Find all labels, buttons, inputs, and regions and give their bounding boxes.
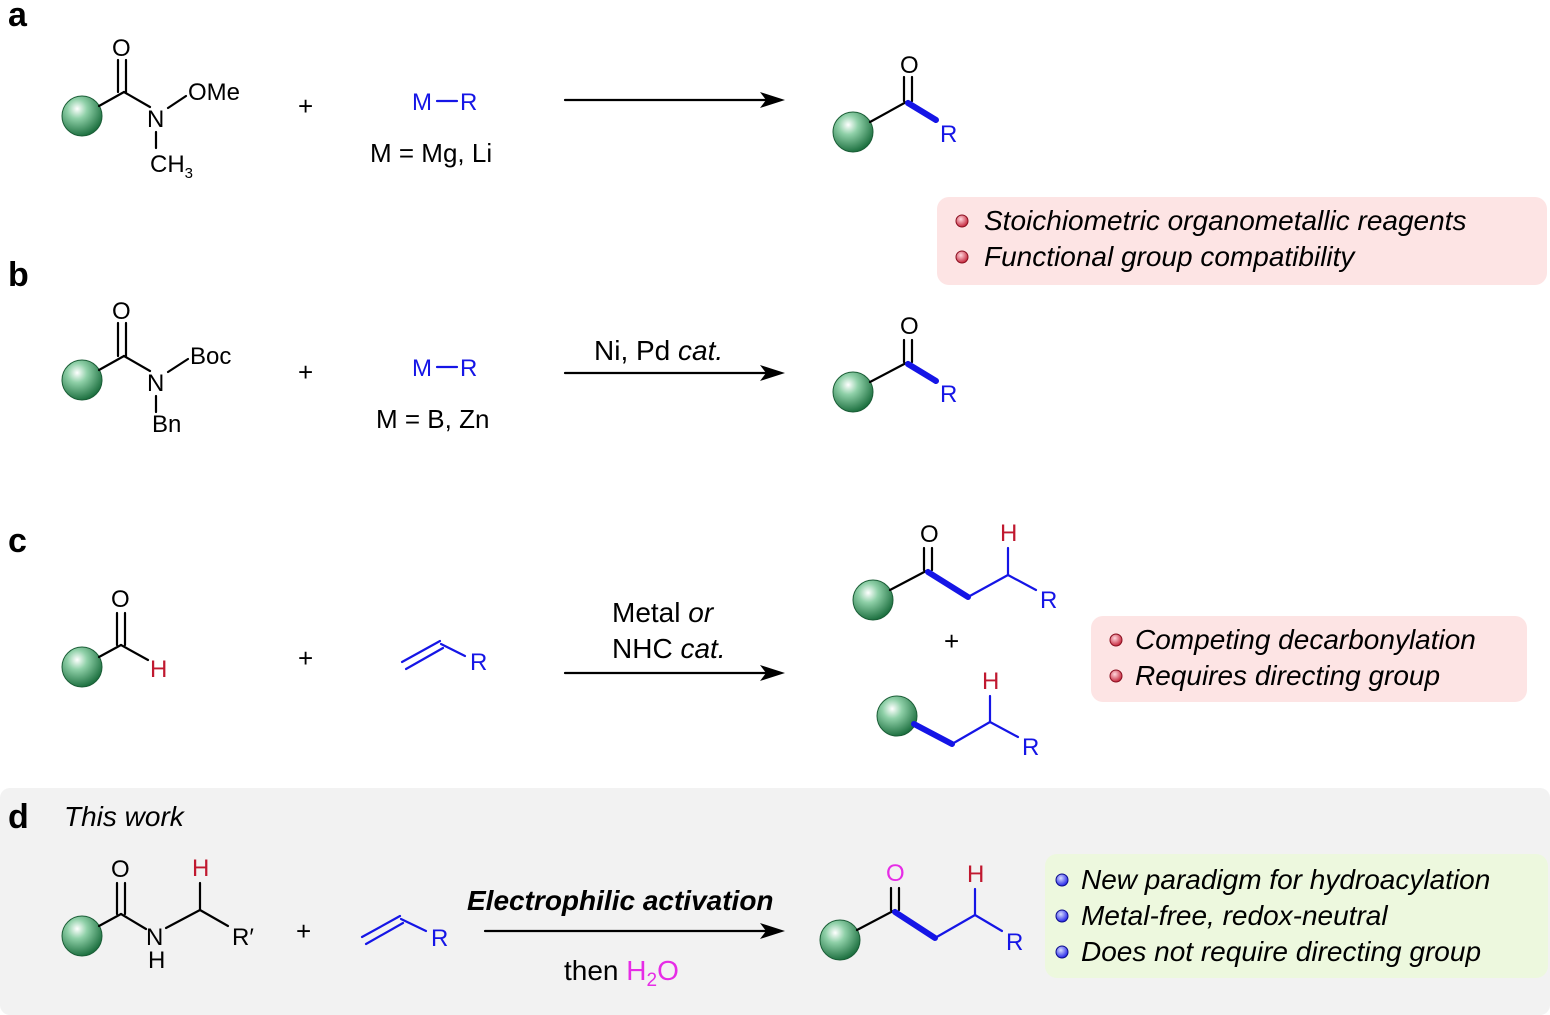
substrate-sphere (61, 915, 103, 957)
boc-group: Boc (190, 343, 231, 370)
note-line: Metal-free, redox-neutral (1081, 900, 1388, 931)
panel-b-notes-box (937, 197, 1547, 285)
panel-c-notes: Competing decarbonylation Requires direc… (1109, 624, 1476, 691)
metal-symbol: M (412, 355, 432, 382)
substrate-sphere (852, 579, 894, 621)
panel-d-notes: New paradigm for hydroacylation Metal-fr… (1055, 864, 1490, 967)
panel-a-organometallic: M R M = Mg, Li (370, 89, 492, 168)
substrate-sphere (61, 646, 103, 688)
activation-conditions: Electrophilic activation (467, 885, 774, 916)
carbonyl-oxygen: O (111, 586, 130, 613)
panel-c-alkene: R (400, 639, 487, 676)
panel-c-notes-box (1091, 616, 1527, 702)
panel-a-arrow (563, 92, 785, 108)
r-group: R (1022, 734, 1039, 761)
note-line: Stoichiometric organometallic reagents (984, 205, 1466, 236)
panel-d-notes-box (1045, 854, 1548, 978)
red-bullet-icon (1109, 669, 1123, 683)
substrate-sphere (832, 111, 874, 153)
panel-c-plus: + (298, 643, 313, 673)
panel-b-notes: Stoichiometric organometallic reagents F… (955, 205, 1466, 272)
substrate-sphere (819, 919, 861, 961)
panel-label-a: a (8, 0, 28, 34)
r-group: R (1006, 929, 1023, 956)
panel-d-title: This work (64, 801, 186, 832)
substrate-sphere (876, 695, 918, 737)
amide-nitrogen: N (146, 924, 163, 951)
r-group: R (940, 121, 957, 148)
carbonyl-oxygen: O (111, 856, 130, 883)
substrate-sphere (61, 359, 103, 401)
carbonyl-oxygen: O (900, 313, 919, 340)
note-line: New paradigm for hydroacylation (1081, 864, 1490, 895)
panel-b-arrow: Ni, Pd cat. (563, 335, 785, 381)
alpha-hydrogen: H (192, 855, 209, 882)
red-bullet-icon (955, 214, 969, 228)
panel-b-ketone-product: O R (832, 313, 957, 413)
methyl-group: CH3 (150, 151, 193, 182)
panel-a-plus: + (298, 91, 313, 121)
blue-bullet-icon (1055, 909, 1069, 923)
r-group: R (940, 381, 957, 408)
panel-label-c: c (8, 522, 27, 560)
red-bullet-icon (1109, 633, 1123, 647)
panel-b-organometallic: M R M = B, Zn (376, 355, 489, 434)
note-line: Does not require directing group (1081, 936, 1481, 967)
panel-d-secondary-amide: O N H H R′ (61, 855, 254, 974)
r-group: R (431, 925, 448, 952)
note-line: Requires directing group (1135, 660, 1440, 691)
blue-bullet-icon (1055, 945, 1069, 959)
methoxy-group: OMe (188, 79, 240, 106)
note-line: Functional group compatibility (984, 241, 1356, 272)
hydrolysis-conditions: then H2O (564, 955, 679, 991)
panel-d-plus: + (296, 916, 311, 946)
panel-c-hydroacylation-product: O H R (852, 520, 1057, 621)
panel-a-ketone-product: O R (832, 52, 957, 153)
migrated-hydrogen: H (982, 668, 999, 695)
amide-nitrogen: N (147, 370, 164, 397)
panel-d-arrow: Electrophilic activation then H2O (467, 885, 785, 991)
panel-d-ketone-product: O H R (819, 860, 1023, 961)
substrate-sphere (61, 95, 103, 137)
panel-c-product-plus: + (944, 626, 959, 656)
amide-hydrogen: H (148, 947, 165, 974)
red-bullet-icon (955, 250, 969, 264)
migrated-hydrogen: H (1000, 520, 1017, 547)
metal-symbol: M (412, 89, 432, 116)
panel-b-plus: + (298, 357, 313, 387)
carbonyl-oxygen: O (920, 521, 939, 548)
carbonyl-oxygen: O (900, 52, 919, 79)
substrate-sphere (832, 371, 874, 413)
note-line: Competing decarbonylation (1135, 624, 1476, 655)
panel-c-arrow: Metal or NHC cat. (563, 597, 785, 681)
metal-scope: M = B, Zn (376, 404, 489, 434)
blue-bullet-icon (1055, 873, 1069, 887)
carbonyl-oxygen: O (112, 298, 131, 325)
catalyst-conditions-line1: Metal or (612, 597, 715, 628)
aldehyde-hydrogen: H (150, 656, 167, 683)
amide-nitrogen: N (147, 106, 164, 133)
r-group: R (470, 649, 487, 676)
r-group: R (460, 355, 477, 382)
carbonyl-oxygen: O (886, 860, 905, 887)
panel-a-weinreb-amide: O N OMe CH3 (61, 35, 240, 182)
catalyst-conditions-line2: NHC cat. (612, 633, 726, 664)
benzyl-group: Bn (152, 411, 181, 438)
panel-b-boc-amide: O N Boc Bn (61, 298, 231, 438)
r-group: R (1040, 587, 1057, 614)
panel-d-alkene: R (360, 914, 448, 952)
catalyst-conditions: Ni, Pd cat. (594, 335, 723, 366)
migrated-hydrogen: H (967, 861, 984, 888)
panel-label-b: b (8, 256, 29, 294)
r-prime-group: R′ (232, 924, 254, 951)
r-group: R (460, 89, 477, 116)
panel-c-aldehyde: O H (61, 586, 167, 688)
panel-c-decarbonylation-product: H R (876, 668, 1039, 761)
panel-label-d: d (8, 798, 29, 836)
metal-scope: M = Mg, Li (370, 138, 492, 168)
carbonyl-oxygen: O (112, 35, 131, 62)
